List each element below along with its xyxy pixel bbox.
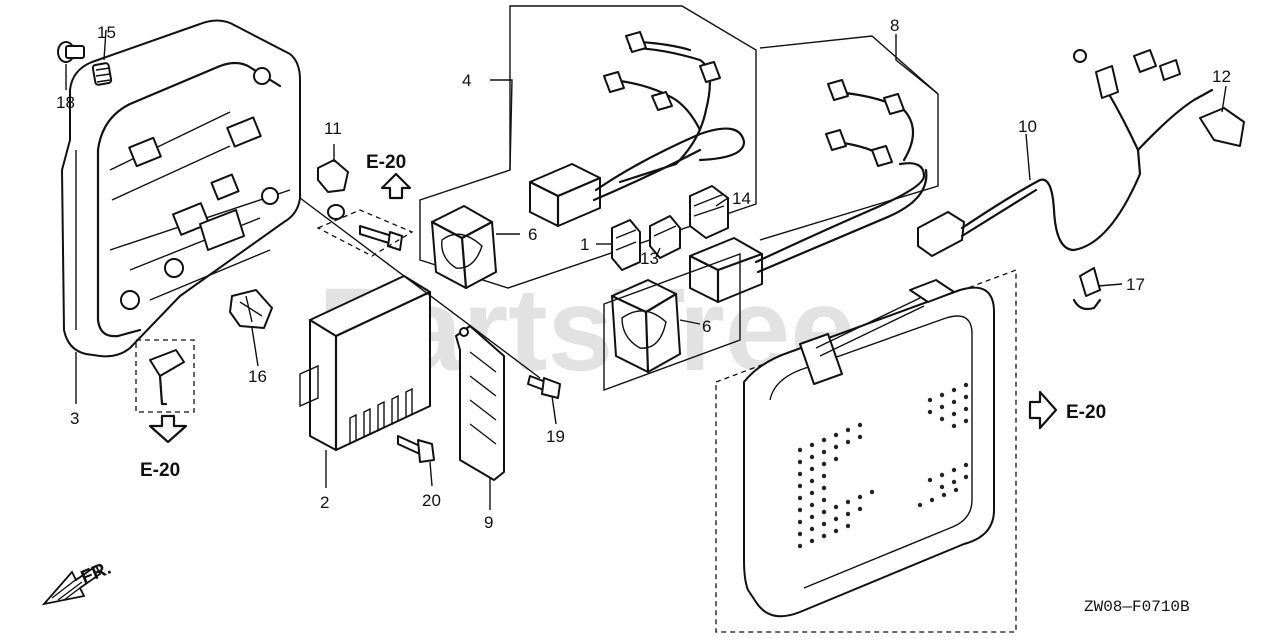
part-6-cap-upper[interactable] (430, 205, 497, 290)
part-20-bolt[interactable] (397, 435, 435, 463)
vent-holes (797, 382, 969, 549)
callout-6-upper: 6 (528, 225, 537, 244)
ref-e20-upper: E-20 (366, 152, 406, 173)
part-18-bolt[interactable] (57, 41, 85, 63)
diagram-code: ZW08—F0710B (1084, 598, 1190, 616)
callout-10: 10 (1018, 117, 1037, 136)
part-1-clip[interactable] (611, 219, 641, 271)
callout-1: 1 (580, 235, 589, 254)
callout-4: 4 (462, 71, 471, 90)
part-19-bolt[interactable] (527, 375, 561, 399)
ref-arrow-right (1028, 390, 1058, 430)
callout-13: 13 (640, 249, 659, 268)
part-3-panel[interactable] (61, 19, 301, 358)
callout-11: 11 (324, 119, 342, 138)
part-10-harness[interactable] (917, 49, 1214, 257)
part-12-clip[interactable] (1199, 107, 1245, 147)
callout-6-lower: 6 (702, 317, 711, 336)
callout-17: 17 (1126, 275, 1145, 294)
part-17-clip[interactable] (1072, 267, 1102, 311)
callout-20: 20 (422, 491, 441, 510)
callout-15: 15 (97, 23, 116, 42)
part-6-cap-lower[interactable] (603, 252, 741, 392)
ref-e20-left: E-20 (140, 460, 180, 481)
callout-2: 2 (320, 493, 329, 512)
callout-9: 9 (484, 513, 493, 532)
callout-14: 14 (732, 189, 751, 208)
callout-12: 12 (1212, 67, 1231, 86)
clamp-fastener[interactable] (135, 339, 195, 413)
front-direction-arrow (41, 564, 102, 606)
part-13-clip[interactable] (649, 215, 681, 259)
callout-19: 19 (546, 427, 565, 446)
part-14-clip[interactable] (689, 185, 729, 239)
leader-lines (65, 29, 1227, 510)
part-4-ignition-coil[interactable] (419, 5, 757, 289)
part-8-ignition-coil[interactable] (688, 35, 939, 304)
part-9-bracket[interactable] (455, 325, 505, 481)
front-label: FR. (78, 558, 114, 589)
callout-16: 16 (248, 367, 267, 386)
cover-panel[interactable] (715, 269, 1017, 633)
part-16-connector[interactable] (229, 289, 273, 329)
part-11-clip[interactable] (316, 159, 414, 257)
part-2-module[interactable] (299, 275, 432, 452)
ref-arrow-down (148, 414, 188, 444)
callout-8: 8 (890, 16, 899, 35)
callout-18: 18 (56, 93, 75, 112)
part-15-grommet[interactable] (91, 62, 113, 86)
ref-e20-right: E-20 (1066, 402, 1106, 423)
ref-arrow-up (380, 172, 412, 200)
callout-3: 3 (70, 409, 79, 428)
